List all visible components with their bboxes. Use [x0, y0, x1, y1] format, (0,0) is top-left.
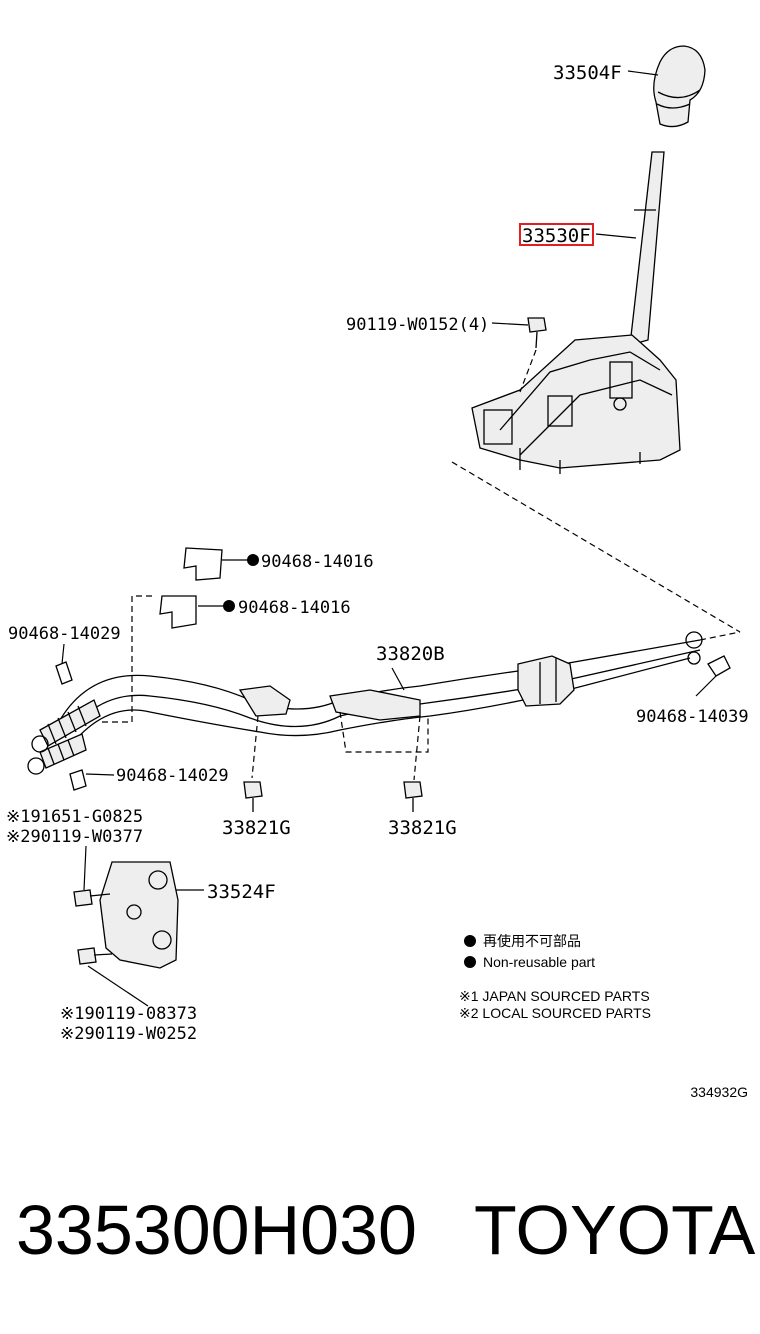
- callout-grommet-left: 33821G: [222, 817, 291, 839]
- legend: 再使用不可部品 Non-reusable part ※1 JAPAN SOURC…: [459, 933, 651, 1021]
- clip-a: [183, 547, 259, 581]
- clip-left-top: [55, 643, 73, 685]
- clip-right: [695, 655, 731, 697]
- brand-name: TOYOTA: [474, 1191, 756, 1269]
- callout-bracket: 33524F: [207, 881, 276, 903]
- footer: 335300H030 TOYOTA: [0, 1180, 760, 1290]
- callout-lever: 33530F: [522, 225, 591, 247]
- callout-clip-left-top: 90468-14029: [8, 624, 121, 644]
- clip-b: [159, 595, 235, 629]
- callout-bolt-upper-1: ※191651-G0825: [6, 807, 143, 827]
- callout-bolt-lower-2: ※290119-W0252: [60, 1024, 197, 1044]
- non-reusable-marker-icon: [464, 935, 476, 947]
- grommet-left: [243, 715, 263, 812]
- shift-knob: [627, 45, 706, 128]
- callout-bolt-lever: 90119-W0152(4): [346, 315, 489, 335]
- highlight-box: [519, 223, 594, 246]
- shift-housing: [471, 317, 681, 474]
- clip-left-bottom: [69, 769, 115, 791]
- shift-lever: [595, 151, 665, 346]
- callout-cable: 33820B: [376, 643, 445, 665]
- figure-id: 334932G: [690, 1084, 748, 1100]
- callout-clip-a: 90468-14016: [261, 552, 374, 572]
- control-cable: [27, 631, 703, 775]
- callout-clip-b: 90468-14016: [238, 598, 351, 618]
- parts-diagram: 33504F 33530F 90119-W0152(4) 90468-14016…: [6, 45, 749, 1100]
- legend-en: Non-reusable part: [483, 954, 595, 970]
- callout-grommet-right: 33821G: [388, 817, 457, 839]
- callout-clip-right: 90468-14039: [636, 707, 749, 727]
- non-reusable-marker-icon: [464, 956, 476, 968]
- grommet-right: [339, 711, 429, 812]
- legend-jp: 再使用不可部品: [483, 933, 581, 949]
- callout-clip-left-bottom: 90468-14029: [116, 766, 229, 786]
- part-number: 335300H030: [16, 1191, 417, 1269]
- cable-bracket: [73, 845, 204, 1007]
- callout-knob: 33504F: [553, 62, 622, 84]
- callout-bolt-lower-1: ※190119-08373: [60, 1004, 197, 1024]
- callout-bolt-upper-2: ※290119-W0377: [6, 827, 143, 847]
- legend-note1: ※1 JAPAN SOURCED PARTS: [459, 988, 650, 1004]
- legend-note2: ※2 LOCAL SOURCED PARTS: [459, 1005, 651, 1021]
